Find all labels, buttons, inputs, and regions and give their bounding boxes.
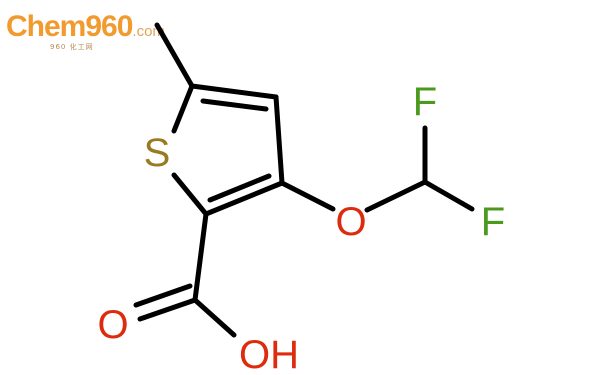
watermark-brand-text: Chem960.com [6,10,165,49]
watermark-brand: Chem960 [6,10,133,43]
bond-c3-c2-inner [207,173,272,203]
chem960-watermark-logo: Chem960.com 960 化工网 [6,10,166,58]
bond-c3-c2 [203,180,285,217]
watermark-subtitle: 960 化工网 [50,43,94,51]
bond-c-oh [192,297,237,338]
atom-sulfur: S [144,131,171,175]
atom-labels: S O F F O OH [97,80,505,375]
bond-c5-c4 [189,83,279,100]
atom-oxygen-ether: O [335,200,366,244]
atom-fluorine-right: F [481,200,505,244]
bond-c5-methyl [154,22,195,89]
bond-c5-c4-inner [200,98,269,112]
bond-c2-carboxyl [192,211,209,303]
atom-oxygen-carbonyl: O [97,303,128,347]
bond-s-c5 [171,83,195,134]
bond-c4-c3 [273,94,285,186]
atom-hydroxyl: OH [239,333,299,375]
bonds [133,22,475,338]
bond-carbonyl-inner [133,283,193,308]
bond-chf2-f2 [422,179,475,212]
bond-carbonyl-outer [137,297,198,322]
bond-o-chf2 [364,179,428,213]
bond-c3-o [279,180,336,212]
atom-fluorine-top: F [413,80,437,124]
bond-c2-s [171,172,209,217]
